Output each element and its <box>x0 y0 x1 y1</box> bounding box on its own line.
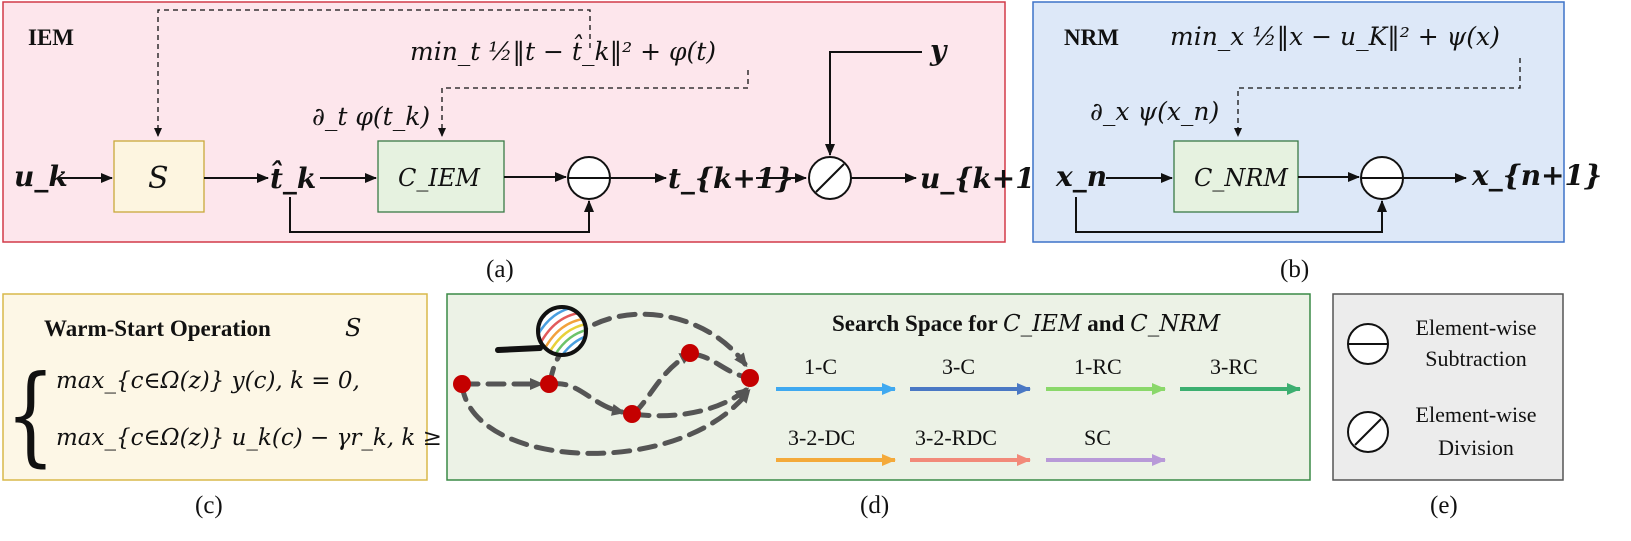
iem-dashed-feedback-to-s <box>154 9 591 137</box>
magnifier-icon <box>495 305 588 357</box>
iem-gradient-label: ∂_t φ(t_k) <box>312 102 430 131</box>
legend-division-slash <box>1354 418 1382 446</box>
search-node-1 <box>453 375 471 393</box>
warm-start-brace: { <box>6 353 55 478</box>
op-sc: SC <box>1046 425 1166 466</box>
search-space-title: Search Space for C_IEM and C_NRM <box>832 311 1222 337</box>
warm-start-title: Warm-Start Operation <box>44 316 271 341</box>
op-label: 3-RC <box>1210 354 1258 379</box>
nrm-input-xn: x_n <box>1055 160 1107 193</box>
op-label: 3-2-DC <box>788 425 855 450</box>
iem-t-hat: t̂_k <box>270 161 316 195</box>
op-label: 3-2-RDC <box>915 425 997 450</box>
caption-d: (d) <box>860 492 889 519</box>
op-3-2-dc: 3-2-DC <box>776 425 896 466</box>
op-3c: 3-C <box>910 354 1031 395</box>
panel-iem: IEM min_t ½‖t − t̂_k‖² + φ(t) ∂_t φ(t_k)… <box>2 1 1053 283</box>
search-graph <box>459 311 751 456</box>
op-1rc: 1-RC <box>1046 354 1166 395</box>
warm-start-panel-bg <box>2 293 428 481</box>
nrm-module-label: C_NRM <box>1194 164 1289 192</box>
search-node-2 <box>540 375 558 393</box>
iem-title: IEM <box>28 25 74 50</box>
warm-start-title-symbol: S <box>345 314 361 342</box>
search-title-iem: C_IEM <box>1003 311 1083 337</box>
iem-skip-connection <box>289 197 594 233</box>
op-label: 1-C <box>804 354 837 379</box>
legend-subtraction-line2: Subtraction <box>1425 346 1526 371</box>
panel-warm-start: Warm-Start Operation S { max_{c∈Ω(z)} y(… <box>2 293 464 519</box>
op-label: SC <box>1084 425 1111 450</box>
search-node-4 <box>681 344 699 362</box>
nrm-output-xn1: x_{n+1} <box>1471 159 1602 192</box>
search-node-5 <box>741 369 759 387</box>
search-title-nrm: C_NRM <box>1130 311 1222 337</box>
warm-start-case-2: max_{c∈Ω(z)} u_k(c) − γr_k, k ≥ 1 <box>56 425 464 451</box>
legend-division-line2: Division <box>1438 435 1514 460</box>
iem-module-label: C_IEM <box>398 164 481 192</box>
iem-output-uk1: u_{k+1} <box>920 162 1053 195</box>
nrm-gradient-label: ∂_x ψ(x_n) <box>1090 97 1219 126</box>
op-label: 1-RC <box>1074 354 1122 379</box>
legend-subtraction-line1: Element-wise <box>1416 315 1537 340</box>
search-edge-6 <box>630 387 750 419</box>
op-1c: 1-C <box>776 354 896 395</box>
legend-division-line1: Element-wise <box>1416 402 1537 427</box>
op-3rc: 3-RC <box>1180 354 1301 395</box>
op-label: 3-C <box>942 354 975 379</box>
nrm-dashed-gradient-to-module <box>1234 58 1521 137</box>
iem-module-box <box>377 140 505 213</box>
warm-start-symbol: S <box>148 161 169 196</box>
iem-y-input: y <box>929 34 948 67</box>
nrm-objective: min_x ½‖x − u_K‖² + ψ(x) <box>1170 22 1500 52</box>
warm-start-case-1: max_{c∈Ω(z)} y(c), k = 0, <box>56 368 360 394</box>
search-node-3 <box>623 405 641 423</box>
nrm-title: NRM <box>1064 25 1119 50</box>
iem-input-uk: u_k <box>14 160 68 193</box>
iem-division-slash <box>815 163 845 193</box>
caption-c: (c) <box>195 492 223 519</box>
iem-dashed-gradient-to-module <box>438 70 749 137</box>
panel-search-space: Search Space for C_IEM and C_NRM 1-C 3-C… <box>446 293 1311 519</box>
iem-objective: min_t ½‖t − t̂_k‖² + φ(t) <box>410 35 716 67</box>
panel-legend: Element-wise Subtraction Element-wise Di… <box>1332 293 1564 519</box>
search-edge-2 <box>547 381 626 416</box>
nrm-skip-connection <box>1075 197 1387 233</box>
caption-a: (a) <box>486 256 514 283</box>
search-edge-7 <box>459 381 751 456</box>
op-3-2-rdc: 3-2-RDC <box>910 425 1031 466</box>
nrm-module-box <box>1173 140 1299 213</box>
iem-y-to-division <box>825 51 922 156</box>
caption-b: (b) <box>1280 256 1309 283</box>
caption-e: (e) <box>1430 492 1458 519</box>
panel-nrm: NRM min_x ½‖x − u_K‖² + ψ(x) ∂_x ψ(x_n) … <box>1032 1 1602 283</box>
warm-start-box <box>113 140 205 213</box>
